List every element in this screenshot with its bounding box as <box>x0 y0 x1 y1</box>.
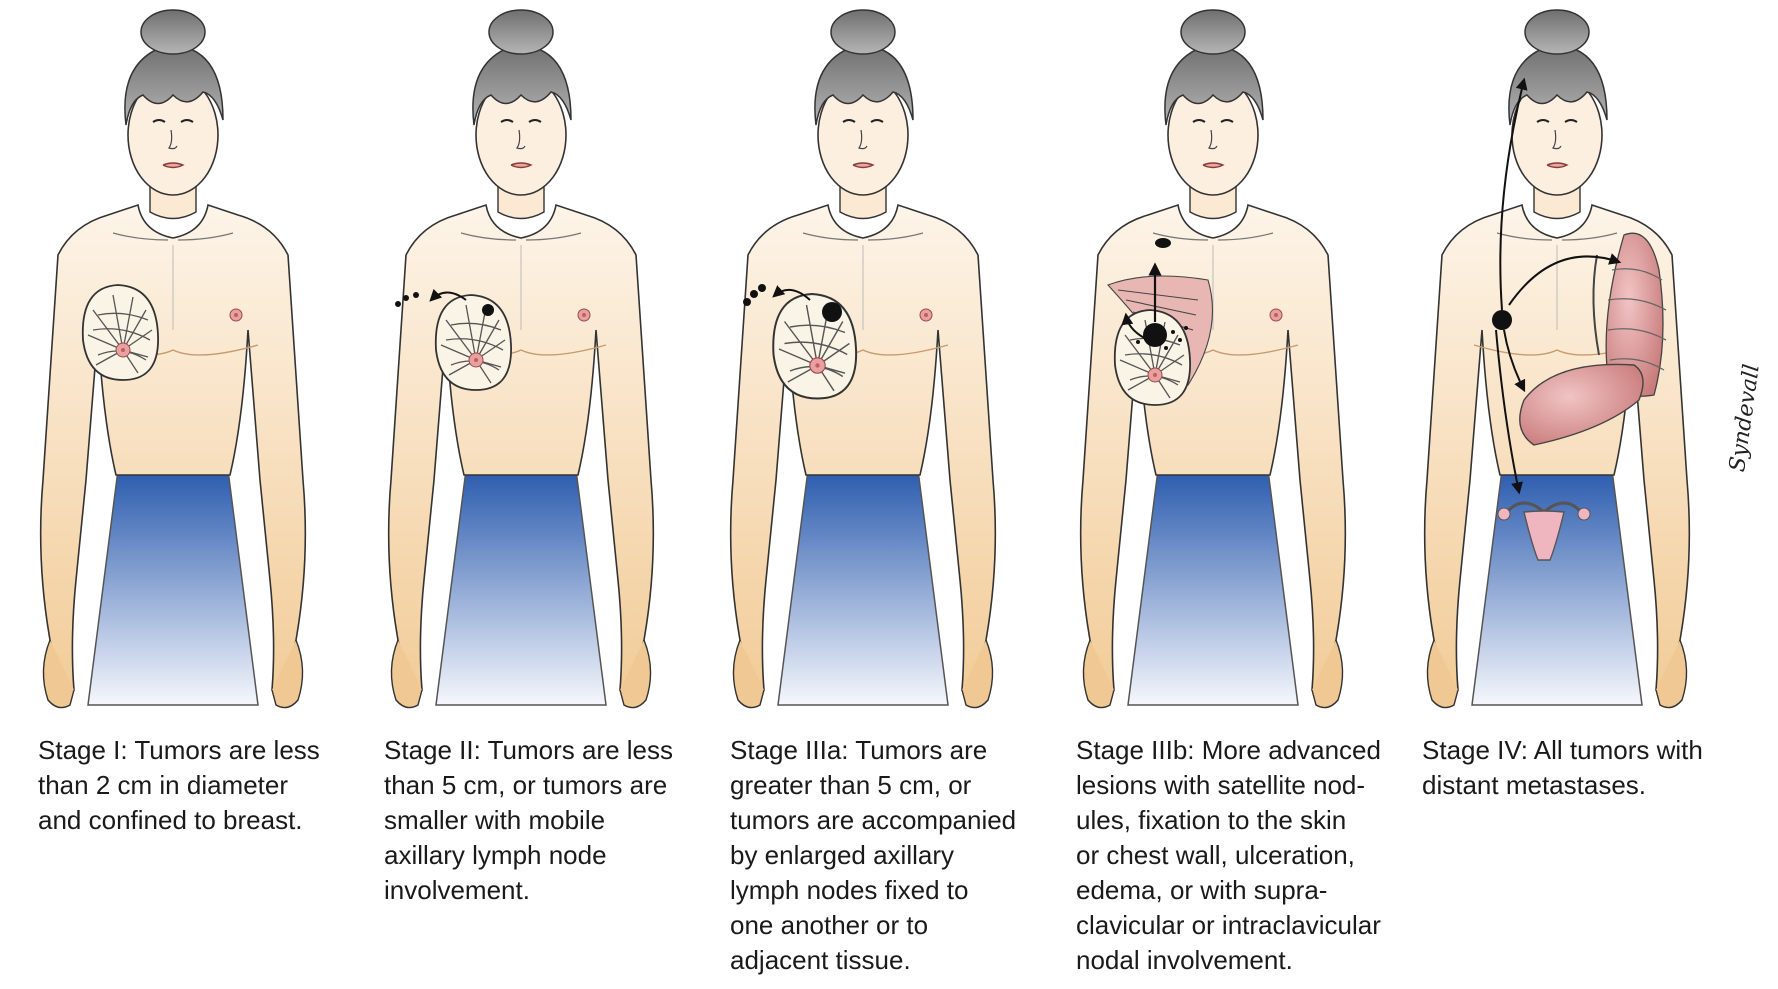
stage-3a-caption: Stage IIIa: Tumors are greater than 5 cm… <box>730 735 1017 975</box>
lung-icon <box>1592 232 1667 397</box>
stage-2-panel: Stage II: Tumors are less than 5 cm, or … <box>346 0 692 989</box>
breast-tumor-icon <box>434 294 513 391</box>
woman-figure-icon <box>387 9 655 709</box>
woman-figure-icon <box>1423 9 1691 709</box>
lymph-node-arrow-icon <box>743 284 811 306</box>
stage-1-caption: Stage I: Tumors are less than 2 cm in di… <box>38 735 320 835</box>
metastasis-arrow-icon <box>1495 77 1622 495</box>
breast-tumor-icon <box>81 284 160 381</box>
stage-2-caption: Stage II: Tumors are less than 5 cm, or … <box>384 735 674 905</box>
stage-3a-panel: Stage IIIa: Tumors are greater than 5 cm… <box>692 0 1038 989</box>
stage-3b-caption: Stage IIIb: More advanced lesions with s… <box>1076 735 1381 975</box>
woman-figure-icon <box>39 9 307 709</box>
breast-tumor-icon <box>772 293 858 400</box>
lymph-node-arrow-icon <box>1121 238 1171 341</box>
uterus-icon <box>1497 501 1591 561</box>
artist-signature: Syndevall <box>1725 362 1765 474</box>
stage-4-caption: Stage IV: All tumors with distant metast… <box>1422 735 1703 800</box>
stage-4-panel: Stage IV: All tumors with distant metast… <box>1384 0 1730 989</box>
stage-1-panel: Stage I: Tumors are less than 2 cm in di… <box>0 0 346 989</box>
woman-figure-icon <box>1079 9 1347 709</box>
lymph-node-arrow-icon <box>395 288 467 307</box>
liver-icon <box>1519 363 1644 446</box>
woman-figure-icon <box>729 9 997 709</box>
stage-3b-panel: Stage IIIb: More advanced lesions with s… <box>1038 0 1384 989</box>
